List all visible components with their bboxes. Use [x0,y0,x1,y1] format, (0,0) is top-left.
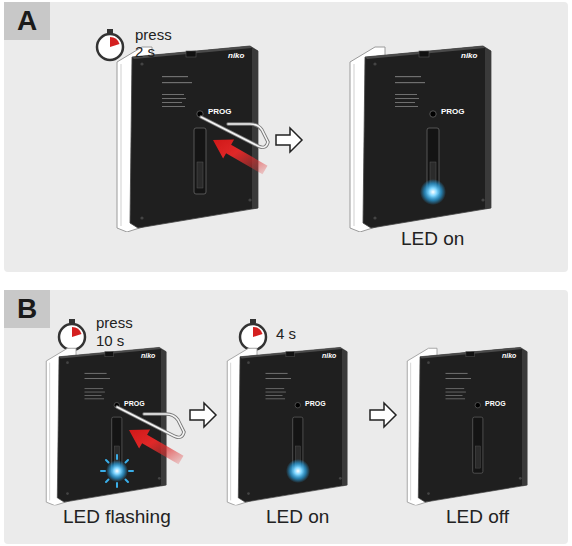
led-flashing [106,460,128,482]
timer-icon [240,319,266,350]
device [117,46,258,232]
step-arrow [190,403,216,427]
brand-logo: niko [461,52,477,61]
flash-rays [101,455,133,487]
panel-tab: B [4,290,50,328]
timer-value: 2 s [135,44,155,61]
brand-logo: niko [322,352,336,360]
device [46,347,166,505]
button-label: PROG [485,400,506,408]
led-glow [286,459,310,483]
paperclip [201,117,268,147]
led-glow [420,179,446,205]
button-label: PROG [441,108,465,117]
panel-letter: B [17,295,37,323]
button-label: PROG [305,400,326,408]
timer-caption: press [135,27,172,44]
button-label: PROG [208,108,232,117]
panel-tab: A [4,2,50,40]
paperclip [117,407,184,464]
timer-icon [97,29,123,60]
state-caption: LED on [266,507,329,528]
panel-b [4,290,568,544]
brand-logo: niko [228,52,244,61]
press-arrow [213,140,268,175]
device [407,347,527,505]
step-arrow [370,403,396,427]
panel-letter: A [17,7,37,35]
brand-logo: niko [502,352,516,360]
brand-logo: niko [141,352,155,360]
timer-icon [59,319,85,350]
button-label: PROG [124,400,145,408]
device [350,46,491,232]
timer-value: 10 s [96,333,124,350]
panel-a [4,2,568,272]
state-caption: LED flashing [63,507,171,528]
state-caption: LED off [446,507,509,528]
timer-value: 4 s [276,326,296,343]
timer-caption: press [96,315,133,332]
device [227,347,347,505]
step-arrow [276,128,302,152]
state-caption: LED on [401,229,464,250]
